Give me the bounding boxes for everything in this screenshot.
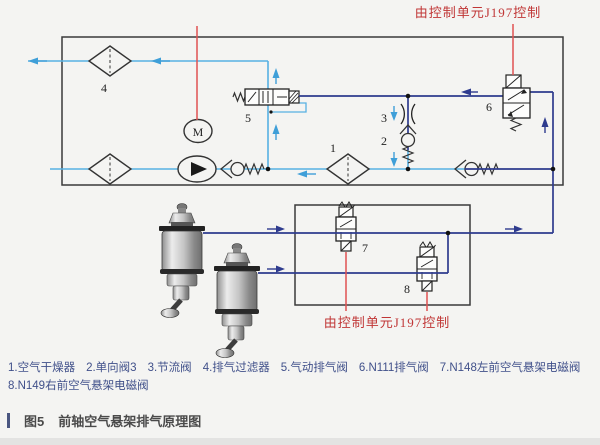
supply-unit-box <box>61 36 564 186</box>
figure-caption: 图5 前轴空气悬架排气原理图 <box>7 411 201 430</box>
legend-row-2: 8.N149右前空气悬架电磁阀 <box>8 379 594 393</box>
svg-text:7: 7 <box>362 241 368 255</box>
valve-block-box <box>294 204 471 306</box>
svg-text:8: 8 <box>404 282 410 296</box>
page-edge-band <box>0 438 600 445</box>
motor-symbol: M <box>183 118 213 144</box>
pneumatic-exhaust-valve-symbol <box>232 88 300 106</box>
figure-title: 前轴空气悬架排气原理图 <box>58 414 202 429</box>
component-number-labels: 1 2 3 4 5 6 7 8 <box>101 81 492 296</box>
legend-row-1: 1.空气干燥器 2.单向阀3 3.节流阀 4.排气过滤器 5.气动排气阀 6.N… <box>8 362 594 375</box>
solenoid-valve-n149-symbol <box>416 241 438 292</box>
svg-text:6: 6 <box>486 100 492 114</box>
air-strut-left <box>159 203 205 318</box>
pneumatic-schematic: M <box>28 5 564 358</box>
exhaust-valve-n111-symbol <box>502 74 531 132</box>
legend: 1.空气干燥器 2.单向阀3 3.节流阀 4.排气过滤器 5.气动排气阀 6.N… <box>8 362 594 393</box>
exhaust-filter-symbol <box>87 45 133 77</box>
control-lines <box>196 24 514 311</box>
legend-item: 3.节流阀 <box>147 362 192 374</box>
svg-text:2: 2 <box>381 134 387 148</box>
bottom-control-annotation: 由控制单元J197控制 <box>324 315 451 330</box>
air-strut-right <box>214 243 260 358</box>
legend-item: 5.气动排气阀 <box>280 362 348 374</box>
svg-text:5: 5 <box>245 111 251 125</box>
legend-item: 6.N111排气阀 <box>358 362 429 374</box>
legend-item: 2.单向阀3 <box>86 362 137 374</box>
dryer-filter-symbol <box>87 153 133 185</box>
throttle-valve-symbol <box>400 103 416 125</box>
flow-arrows <box>28 57 549 273</box>
check-valve-2-symbol <box>399 124 417 164</box>
svg-text:3: 3 <box>381 111 387 125</box>
air-dryer-symbol <box>325 153 371 185</box>
compressor-symbol <box>177 155 217 183</box>
pipes-pressure <box>203 91 554 274</box>
svg-text:M: M <box>193 125 204 139</box>
solenoid-valve-n148-symbol <box>335 201 357 252</box>
check-valve-a-symbol <box>219 159 265 179</box>
svg-text:4: 4 <box>101 81 107 95</box>
legend-item: 8.N149右前空气悬架电磁阀 <box>8 379 149 392</box>
legend-item: 1.空气干燥器 <box>8 362 76 374</box>
top-control-annotation: 由控制单元J197控制 <box>415 5 542 20</box>
legend-item: 7.N148左前空气悬架电磁阀 <box>439 362 581 374</box>
legend-item: 4.排气过滤器 <box>202 362 270 374</box>
figure-number: 图5 <box>24 414 45 429</box>
svg-text:1: 1 <box>330 141 336 155</box>
pipe-junctions <box>265 93 556 236</box>
caption-bar <box>7 413 10 428</box>
